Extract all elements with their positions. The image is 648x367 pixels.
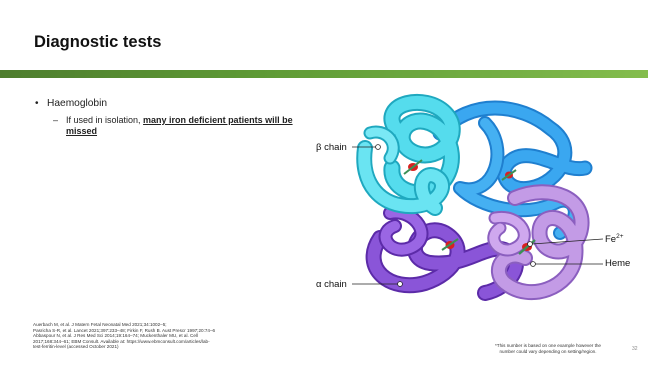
alpha-chain-label: α chain [316, 279, 347, 290]
fe-label-superscript: 2+ [616, 233, 623, 240]
bullet-dot-icon: • [35, 98, 47, 109]
cyan-beta-chain [364, 102, 452, 208]
sub-bullet-dash-icon: – [53, 115, 66, 126]
bullet-haemoglobin: • Haemoglobin [35, 98, 305, 109]
sub-bullet-isolation: – If used in isolation, many iron defici… [53, 115, 305, 137]
heme-label: Heme [605, 258, 630, 269]
page-number: 32 [632, 346, 638, 352]
footnote: *This number is based on one example how… [455, 343, 641, 355]
haemoglobin-structure-diagram [320, 88, 638, 313]
reference-line: test-ferritin-level (accessed October 20… [33, 344, 323, 350]
footnote-line-2: number could vary depending on setting/r… [455, 349, 641, 355]
sub-bullet-prefix: If used in isolation, [66, 115, 143, 125]
haemoglobin-figure [320, 88, 638, 313]
references: Auerbach M, et al. J Matern Fetal Neonat… [33, 322, 323, 350]
bullet-haemoglobin-text: Haemoglobin [47, 98, 107, 109]
fe-label-text: Fe [605, 234, 616, 245]
title-accent-bar [0, 70, 648, 78]
sub-bullet-text: If used in isolation, many iron deficien… [66, 115, 305, 137]
slide-title: Diagnostic tests [34, 33, 161, 52]
beta-chain-label: β chain [316, 142, 347, 153]
fe-label: Fe2+ [605, 233, 624, 245]
bullet-list: • Haemoglobin – If used in isolation, ma… [35, 98, 305, 137]
